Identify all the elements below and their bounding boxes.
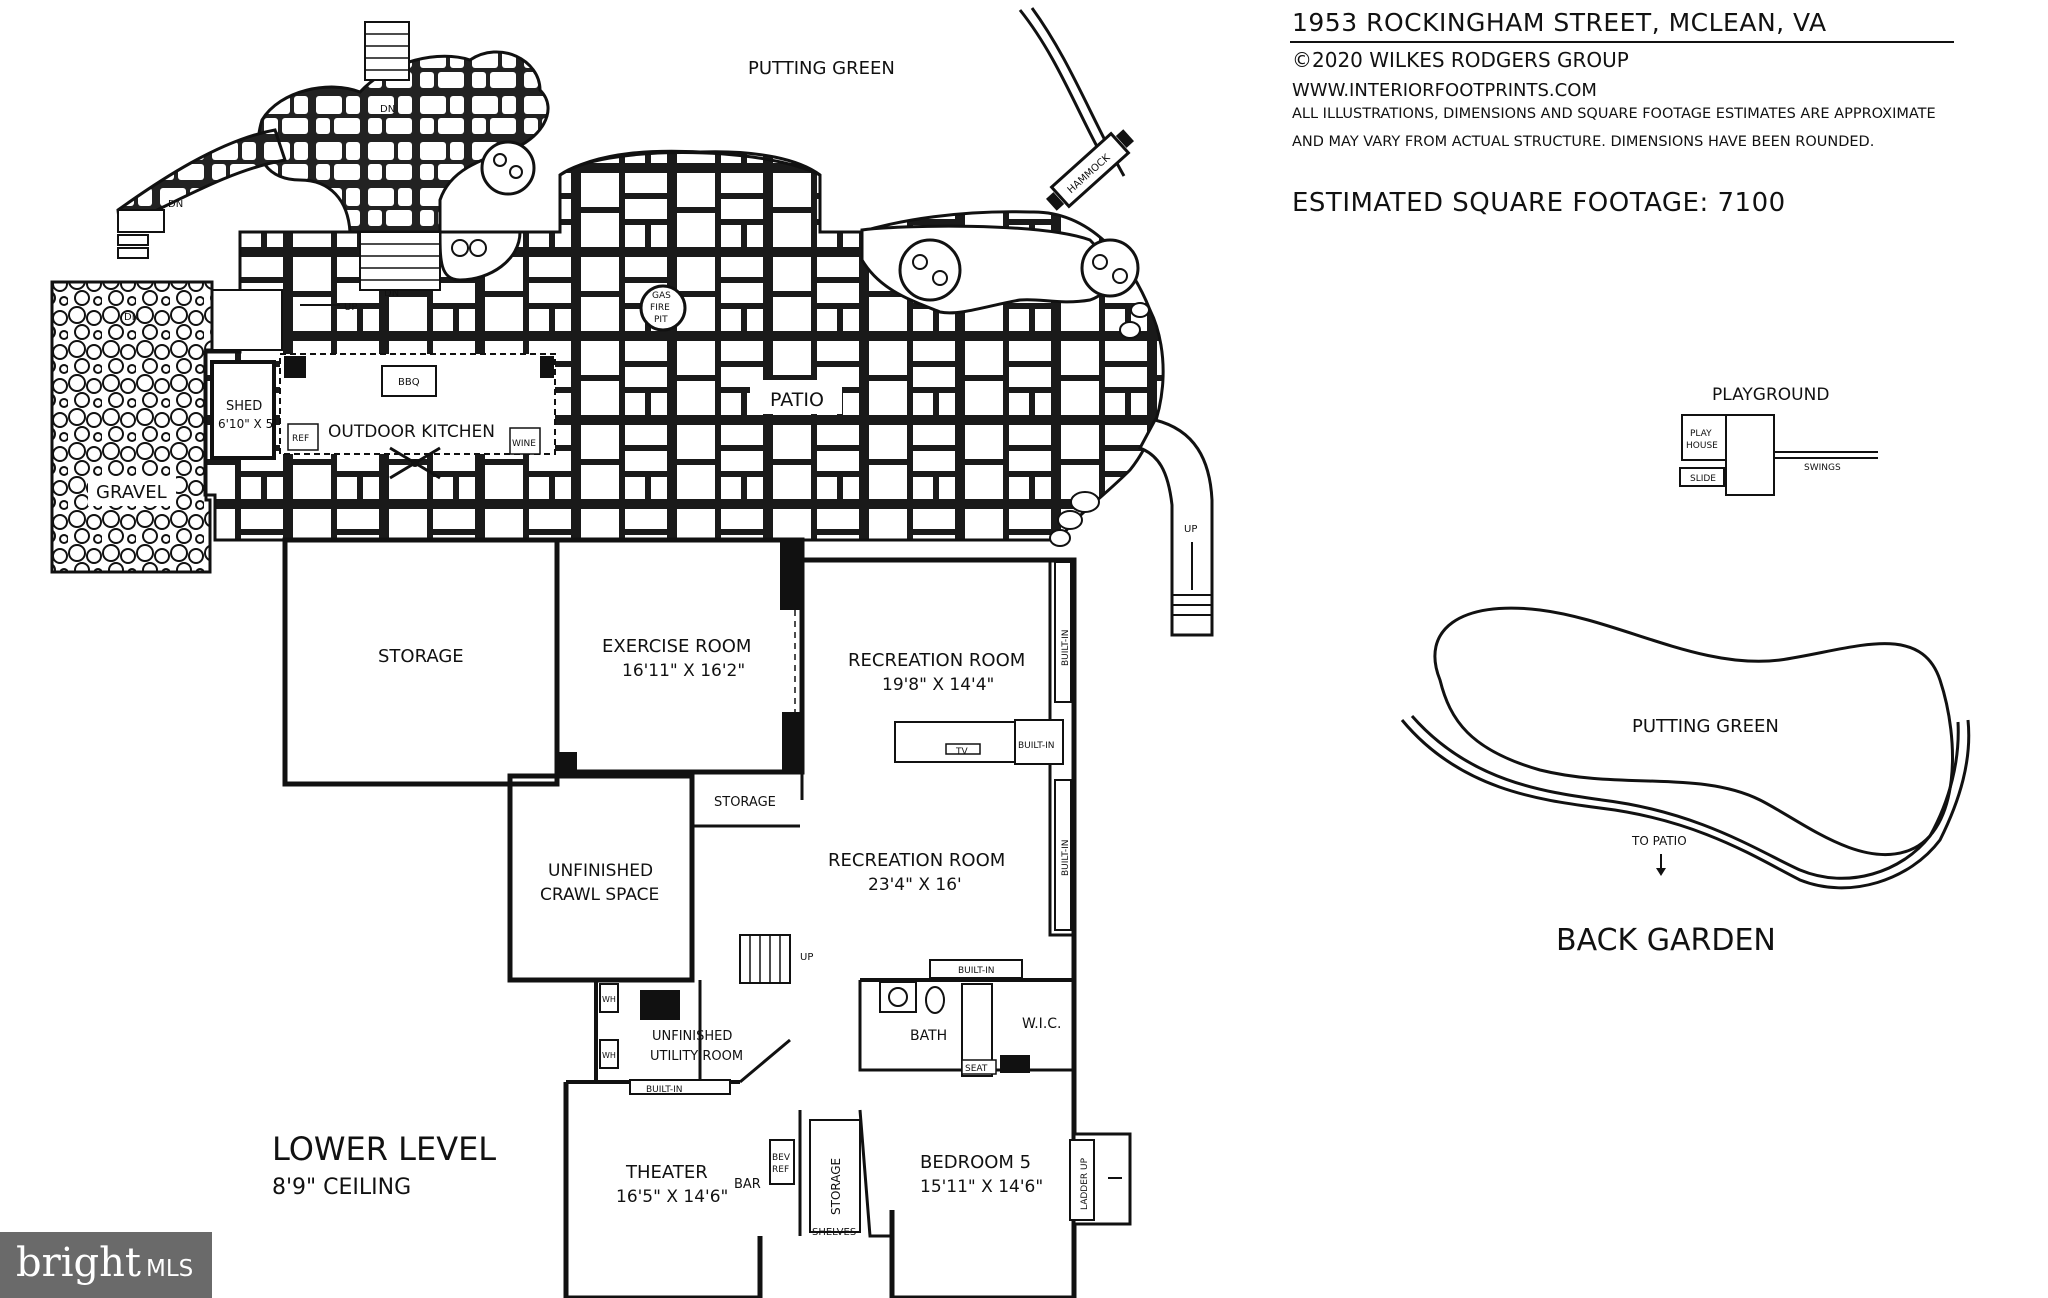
ladder-up-label: LADDER UP (1080, 1157, 1090, 1210)
ladder: LADDER UP (1069, 1132, 1132, 1226)
swings-label: SWINGS (1804, 463, 1841, 473)
gravel-label: GRAVEL (96, 482, 167, 503)
back-putting-green: PUTTING GREEN TO PATIO (1400, 606, 1971, 890)
ceiling-height: 8'9" CEILING (272, 1175, 411, 1200)
built-in-label: BUILT-IN (958, 966, 995, 976)
built-in-label: BUILT-IN (1061, 840, 1071, 877)
square-footage: ESTIMATED SQUARE FOOTAGE: 7100 (1292, 188, 1786, 218)
back-putting-green-label: PUTTING GREEN (1632, 716, 1779, 737)
shelves-label: SHELVES (812, 1227, 856, 1238)
disclaimer-line-1: ALL ILLUSTRATIONS, DIMENSIONS AND SQUARE… (1292, 106, 1936, 122)
tv-label: TV (955, 747, 968, 757)
top-steps (364, 21, 410, 81)
tree-left (480, 140, 536, 196)
crawl-space-line-2: CRAWL SPACE (540, 885, 659, 905)
mls-logo: MLS (146, 1256, 194, 1282)
copyright-text: ©2020 WILKES RODGERS GROUP (1292, 48, 1629, 72)
utility-line-2: UTILITY ROOM (650, 1049, 743, 1064)
fire-label: FIRE (650, 303, 670, 313)
house-label: HOUSE (1686, 441, 1718, 451)
water-heaters: WH WH (599, 983, 619, 1069)
kitchen-steps: DN UP (211, 231, 441, 351)
theater-name: THEATER (625, 1162, 708, 1183)
to-patio-label: TO PATIO (1631, 834, 1687, 848)
dn-label: DN (384, 288, 399, 299)
slide-label: SLIDE (1690, 474, 1716, 484)
rocks (1049, 302, 1150, 547)
bev-ref-label: REF (772, 1165, 789, 1175)
bbq-label: BBQ (398, 377, 420, 388)
gas-label: GAS (652, 291, 671, 301)
stone-garden (256, 50, 550, 234)
bar-label: BAR (734, 1177, 761, 1192)
shed: SHED 6'10" X 5' (210, 360, 277, 460)
address-title: 1953 ROCKINGHAM STREET, MCLEAN, VA (1292, 8, 1827, 37)
play-label: PLAY (1690, 429, 1712, 439)
disclaimer-line-2: AND MAY VARY FROM ACTUAL STRUCTURE. DIME… (1292, 134, 1875, 150)
bath-fixtures: SEAT (879, 981, 997, 1077)
website-text: WWW.INTERIORFOOTPRINTS.COM (1292, 80, 1597, 101)
dn-label: DN (124, 312, 139, 323)
interior-stairs: UP (739, 934, 813, 984)
pit-label: PIT (654, 315, 668, 325)
playground-label: PLAYGROUND (1712, 385, 1829, 405)
outdoor-kitchen: BBQ REF WINE OUTDOOR KITCHEN (279, 353, 556, 480)
recreation-room-2-dim: 23'4" X 16' (868, 875, 962, 895)
wine-label: WINE (512, 439, 536, 449)
wh-label: WH (602, 1051, 616, 1060)
exercise-room-dim: 16'11" X 16'2" (622, 661, 745, 681)
outdoor-kitchen-label: OUTDOOR KITCHEN (328, 422, 495, 442)
bath-label: BATH (910, 1028, 947, 1044)
shed-name: SHED (226, 399, 262, 414)
bev-label: BEV (772, 1153, 791, 1163)
putting-green-top: PUTTING GREEN (748, 7, 1126, 177)
gravel-area (50, 280, 214, 574)
bright-logo: bright (16, 1240, 141, 1286)
seat-label: SEAT (965, 1064, 988, 1074)
built-ins (629, 561, 1072, 1095)
level-name: LOWER LEVEL (272, 1130, 496, 1168)
room-labels: STORAGE EXERCISE ROOM 16'11" X 16'2" REC… (378, 630, 1071, 1208)
storage-small-label: STORAGE (714, 795, 776, 810)
storage-vertical-label: STORAGE (829, 1158, 843, 1215)
up-label: UP (1184, 524, 1197, 535)
back-garden-title: BACK GARDEN (1556, 923, 1776, 958)
wh-label: WH (602, 995, 616, 1004)
hammock: HAMMOCK (1046, 129, 1134, 211)
up-label: UP (344, 302, 357, 313)
wic-label: W.I.C. (1022, 1016, 1062, 1032)
exercise-room-name: EXERCISE ROOM (602, 636, 751, 657)
recreation-room-1-name: RECREATION ROOM (848, 650, 1025, 671)
header-rule (1290, 41, 1954, 43)
ref-label: REF (292, 434, 309, 444)
storage-main-label: STORAGE (378, 646, 464, 667)
putting-green-top-label: PUTTING GREEN (748, 58, 895, 79)
utility-line-1: UNFINISHED (652, 1029, 732, 1044)
playground: PLAYGROUND PLAY HOUSE SLIDE SWINGS (1679, 385, 1878, 496)
crawl-space-line-1: UNFINISHED (548, 861, 653, 881)
patio-label: PATIO (770, 389, 824, 411)
curved-walk (116, 128, 287, 231)
tree-patio-1 (898, 238, 962, 302)
theater-dim: 16'5" X 14'6" (616, 1187, 728, 1207)
bedroom-5-dim: 15'11" X 14'6" (920, 1177, 1043, 1197)
mls-badge: bright MLS (0, 1232, 212, 1298)
dn-label: DN (380, 104, 395, 115)
tree-patio-2 (1080, 238, 1140, 298)
bedroom-5-name: BEDROOM 5 (920, 1152, 1031, 1173)
right-walk (1137, 418, 1214, 637)
built-in-label: BUILT-IN (1018, 741, 1055, 751)
built-in-label: BUILT-IN (646, 1085, 683, 1095)
dn-label: DN (168, 199, 183, 210)
shed-dim: 6'10" X 5' (218, 417, 277, 431)
recreation-room-1-dim: 19'8" X 14'4" (882, 675, 994, 695)
recreation-room-2-name: RECREATION ROOM (828, 850, 1005, 871)
built-in-label: BUILT-IN (1061, 630, 1071, 667)
gas-fire-pit: GAS FIRE PIT (639, 284, 687, 332)
up-label: UP (800, 952, 813, 963)
